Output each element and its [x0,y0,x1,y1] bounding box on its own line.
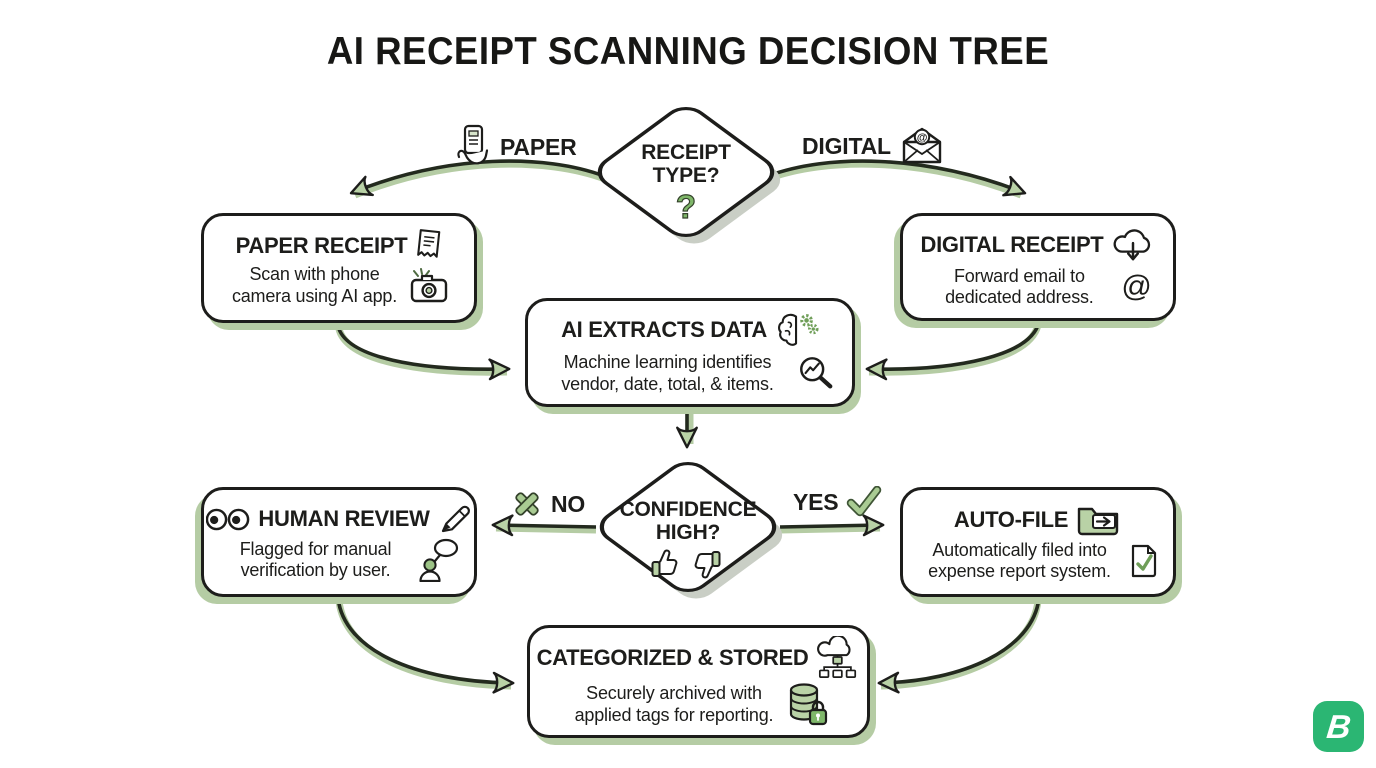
cloud-network-icon [816,635,860,680]
at-sign-icon: @ [1121,270,1152,304]
branch-label-yes-text: YES [793,488,839,515]
digital-receipt-body: Forward email to dedicated address. [945,265,1094,307]
person-speech-icon [418,538,459,582]
question-mark-icon: ? [675,187,697,225]
receipt-icon [415,229,442,262]
edge-confidence-yes [779,514,885,537]
human-review-body: Flagged for manual verification by user. [239,538,392,580]
categorized-body: Securely archived with applied tags for … [574,683,774,725]
edge-ai-to-confidence [676,410,698,449]
branch-label-digital: DIGITAL @ [802,124,945,168]
human-review-title: HUMAN REVIEW [258,506,430,531]
magnifier-chart-icon [797,355,835,393]
edge-digital-to-ai [865,321,1042,381]
edge-paper-to-ai [335,325,511,381]
categorized-title: CATEGORIZED & STORED [536,644,809,670]
svg-text:@: @ [917,132,928,144]
check-icon [846,486,882,518]
thumbs-up-icon [651,549,683,579]
node-human-review: HUMAN REVIEW Flagged for manual verifica… [201,487,477,597]
cloud-download-icon [1111,226,1155,264]
node-ai-extracts-data: AI EXTRACTS DATA Machine learning identi… [525,298,855,407]
node-digital-receipt: DIGITAL RECEIPT Forward email to dedicat… [900,213,1176,321]
document-check-icon [1129,543,1159,579]
paper-receipt-body: Scan with phone camera using AI app. [231,264,398,306]
node-categorized-stored: CATEGORIZED & STORED Securely archived w… [527,625,870,738]
envelope-at-icon: @ [899,124,945,168]
brand-logo: B [1313,701,1364,752]
digital-receipt-title: DIGITAL RECEIPT [920,231,1104,257]
decision-diamond-receipt-type [597,107,781,244]
database-lock-icon [787,682,829,728]
ai-extracts-body: Machine learning identifies vendor, date… [561,352,774,394]
edge-receipt-to-paper [349,159,607,199]
edge-auto-to-stored [877,597,1042,694]
camera-icon [410,267,452,304]
node-paper-receipt: PAPER RECEIPT Scan with phone camera usi… [201,213,477,323]
page-title: AI RECEIPT SCANNING DECISION TREE [326,30,1050,73]
eyes-icon [206,508,250,531]
thumbs-icons [651,549,721,579]
branch-label-no-text: NO [551,490,586,517]
cross-icon [511,488,543,520]
ai-extracts-title: AI EXTRACTS DATA [561,317,767,343]
branch-label-no: NO [511,488,585,520]
brain-gears-icon [775,310,819,350]
node-auto-file: AUTO-FILE Automatically filed into expen… [900,487,1176,597]
thumbs-down-icon [689,549,721,579]
branch-label-digital-text: DIGITAL [802,132,891,159]
edge-receipt-to-digital [765,159,1027,199]
auto-file-title: AUTO-FILE [953,506,1069,532]
brand-logo-letter: B [1324,708,1353,745]
receipt-type-question: RECEIPT TYPE? [641,141,731,188]
branch-label-yes: YES [793,486,882,518]
phone-scan-icon [452,124,492,170]
pencil-icon [438,502,472,536]
branch-label-paper: PAPER [452,124,577,170]
folder-arrow-icon [1076,502,1122,538]
confidence-question: CONFIDENCE HIGH? [619,498,757,545]
edge-human-to-stored [335,597,515,694]
edge-confidence-no [491,514,597,537]
auto-file-body: Automatically filed into expense report … [928,539,1111,581]
branch-label-paper-text: PAPER [500,133,577,160]
paper-receipt-title: PAPER RECEIPT [235,232,408,258]
